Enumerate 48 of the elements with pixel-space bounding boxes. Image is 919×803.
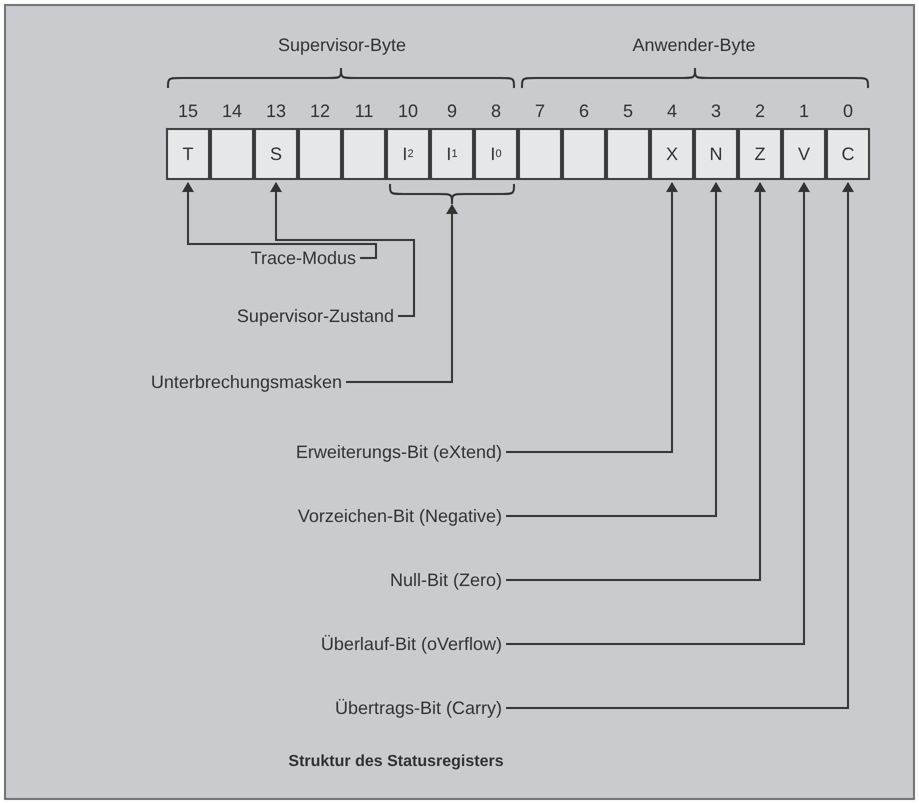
leader-arrow bbox=[270, 182, 415, 317]
leader-label: Vorzeichen-Bit (Negative) bbox=[298, 505, 502, 527]
leader-label: Überlauf-Bit (oVerflow) bbox=[320, 633, 502, 655]
bit-number: 11 bbox=[354, 100, 374, 122]
leader-label: Übertrags-Bit (Carry) bbox=[334, 697, 502, 719]
register-cell bbox=[298, 128, 342, 180]
bit-number: 9 bbox=[447, 100, 457, 122]
bit-number: 10 bbox=[398, 100, 418, 122]
leader-arrow bbox=[506, 182, 678, 453]
register-cell: T bbox=[166, 128, 210, 180]
bit-number: 6 bbox=[579, 100, 589, 122]
leader-label: Trace-Modus bbox=[250, 247, 356, 269]
register-cell bbox=[606, 128, 650, 180]
register-cell: V bbox=[782, 128, 826, 180]
bit-number: 8 bbox=[491, 100, 501, 122]
bit-number: 0 bbox=[843, 100, 853, 122]
register-cell: X bbox=[650, 128, 694, 180]
leader-arrow bbox=[346, 204, 458, 383]
leader-arrow bbox=[182, 182, 377, 259]
bit-number: 15 bbox=[178, 100, 198, 122]
leader-label: Null-Bit (Zero) bbox=[390, 569, 502, 591]
byte-label: Supervisor-Byte bbox=[278, 34, 406, 56]
leader-arrow bbox=[506, 182, 722, 517]
bit-number: 12 bbox=[310, 100, 330, 122]
bit-number: 14 bbox=[222, 100, 242, 122]
register-cell: C bbox=[826, 128, 870, 180]
register-cell bbox=[518, 128, 562, 180]
bit-number: 7 bbox=[535, 100, 545, 122]
bit-number: 3 bbox=[711, 100, 721, 122]
bit-number: 2 bbox=[755, 100, 765, 122]
caption: Struktur des Statusregisters bbox=[288, 752, 504, 772]
leader-label: Erweiterungs-Bit (eXtend) bbox=[296, 441, 502, 463]
leader-label: Unterbrechungsmasken bbox=[150, 371, 342, 393]
bit-number: 5 bbox=[623, 100, 633, 122]
register-cell bbox=[210, 128, 254, 180]
register-cell bbox=[562, 128, 606, 180]
bit-number: 1 bbox=[799, 100, 809, 122]
byte-label: Anwender-Byte bbox=[632, 34, 756, 56]
leader-label: Supervisor-Zustand bbox=[236, 305, 394, 327]
register-cell bbox=[342, 128, 386, 180]
leader-arrow bbox=[506, 182, 854, 709]
register-cell: N bbox=[694, 128, 738, 180]
leader-arrow bbox=[506, 182, 810, 645]
bit-number: 13 bbox=[266, 100, 286, 122]
register-cell: Z bbox=[738, 128, 782, 180]
register-cell: S bbox=[254, 128, 298, 180]
leader-arrow bbox=[506, 182, 766, 581]
bit-number: 4 bbox=[667, 100, 677, 122]
